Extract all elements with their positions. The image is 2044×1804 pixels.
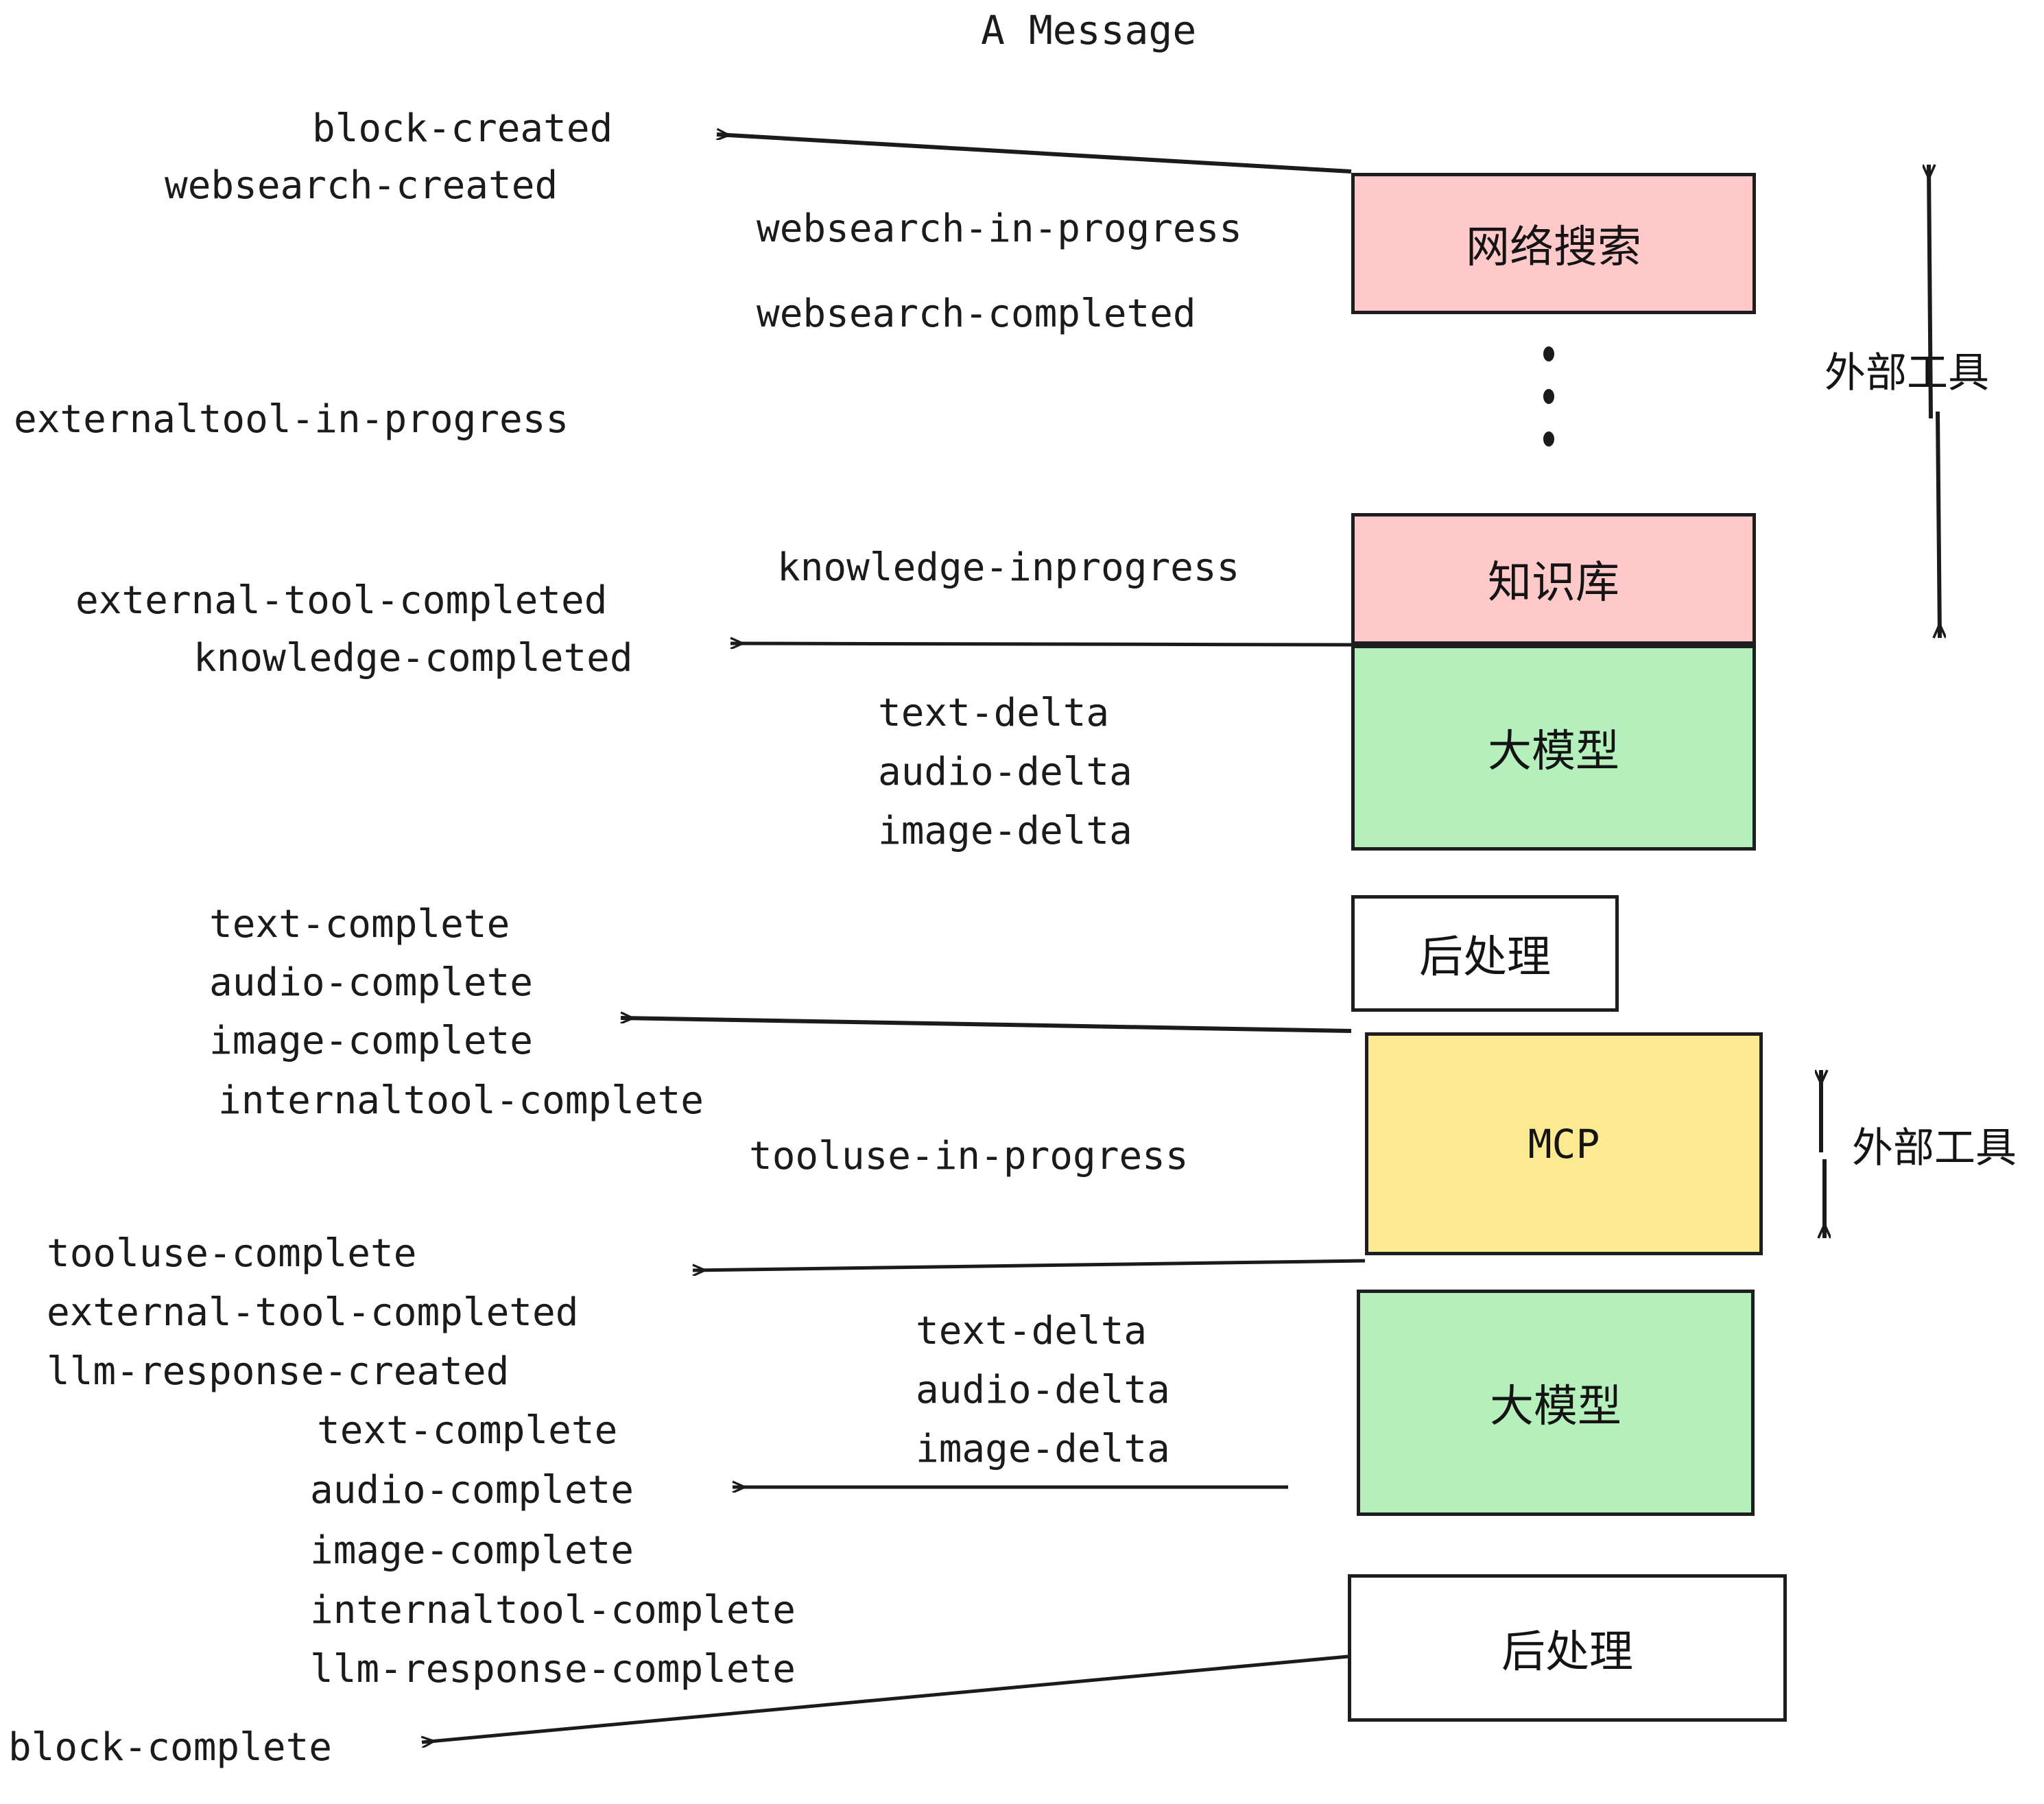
node-label: 后处理 [1501,1626,1633,1678]
event-label-audio-complete-1: audio-complete [209,960,534,1005]
event-label-block-created: block-created [312,106,613,151]
ellipsis-dot [1543,431,1554,447]
event-label-tooluse-complete: tooluse-complete [47,1231,417,1276]
event-label-image-delta-2: image-delta [916,1427,1170,1471]
node-label: MCP [1528,1120,1600,1167]
arrow-websearch-created [717,134,1352,174]
event-label-text-complete-2: text-complete [317,1408,618,1453]
event-label-tooluse-in-progress: tooluse-in-progress [749,1134,1189,1178]
event-label-text-delta-2: text-delta [916,1309,1148,1353]
event-label-text-delta-1: text-delta [878,691,1110,735]
ellipsis-dot [1543,346,1554,361]
node-postproc-2: 后处理 [1348,1574,1787,1722]
side-label-external-tools-top: 外部工具 [1825,349,1989,397]
node-label: 大模型 [1488,726,1619,777]
page-title: A Message [981,7,1197,54]
node-label: 后处理 [1419,932,1551,983]
event-label-llm-response-complete: llm-response-complete [310,1647,796,1692]
arrow-knowledge-completed [730,643,1352,645]
node-llm-2: 大模型 [1357,1290,1755,1516]
node-llm-1: 大模型 [1351,645,1756,851]
event-label-image-complete-1: image-complete [209,1019,534,1063]
event-label-audio-complete-2: audio-complete [310,1468,634,1512]
arrow-external-tool-completed-2 [693,1259,1366,1270]
node-knowledge: 知识库 [1351,513,1756,645]
event-label-knowledge-inprogress: knowledge-inprogress [777,545,1240,590]
node-websearch: 网络搜索 [1351,173,1756,314]
side-label-external-tools-bottom: 外部工具 [1852,1124,2017,1172]
node-label: 知识库 [1488,558,1619,608]
event-label-websearch-created: websearch-created [165,163,558,208]
event-label-audio-delta-2: audio-delta [916,1368,1170,1412]
event-label-text-complete-1: text-complete [209,902,510,947]
arrow-external-tools-top-down [1938,411,1940,638]
event-label-external-tool-completed-2: external-tool-completed [47,1290,579,1335]
event-label-llm-response-created: llm-response-created [47,1349,510,1394]
event-label-internaltool-complete-2: internaltool-complete [310,1588,796,1633]
event-label-external-tool-completed-1: external-tool-completed [75,578,608,623]
event-label-websearch-in-progress: websearch-in-progress [757,206,1243,251]
arrow-image-complete [621,1018,1352,1033]
event-label-audio-delta-1: audio-delta [878,750,1132,794]
event-label-websearch-completed: websearch-completed [757,292,1196,336]
event-label-image-delta-1: image-delta [878,809,1132,853]
event-label-knowledge-completed: knowledge-completed [193,636,633,680]
event-label-image-complete-2: image-complete [310,1528,634,1573]
event-label-internaltool-complete-1: internaltool-complete [218,1078,704,1123]
node-label: 网络搜索 [1466,222,1641,273]
node-label: 大模型 [1490,1381,1621,1432]
event-label-block-complete: block-complete [8,1725,333,1770]
node-postproc-1: 后处理 [1351,895,1619,1012]
event-label-externaltool-in-progress: externaltool-in-progress [14,397,569,442]
node-mcp: MCP [1365,1032,1763,1255]
ellipsis-dot [1543,389,1554,404]
vertical-ellipsis-icon [1543,346,1554,474]
